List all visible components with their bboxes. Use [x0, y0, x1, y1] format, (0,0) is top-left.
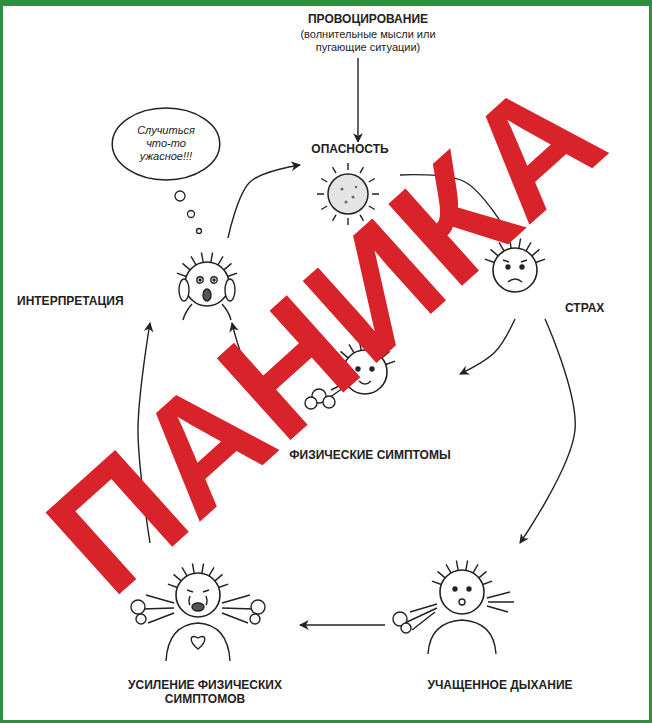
cycle-arrow	[300, 624, 385, 625]
cycle-arrow	[228, 165, 300, 238]
stage-node: ИНТЕРПРЕТАЦИЯ	[12, 238, 250, 323]
top-band	[0, 0, 652, 6]
stage-node: ПРОВОЦИРОВАНИЕ (волнительные мысли или пу…	[218, 10, 518, 58]
node-label: ПРОВОЦИРОВАНИЕ	[306, 12, 430, 26]
cycle-arrow	[460, 319, 515, 374]
stage-node: УСИЛЕНИЕ ФИЗИЧЕСКИХ СИМПТОМОВ	[110, 543, 300, 718]
cycle-arrow	[520, 319, 575, 543]
cycle-arrow	[357, 58, 358, 142]
interpretation-figure	[177, 253, 237, 321]
stage-node: ФИЗИЧЕСКИЕ СИМПТОМЫ	[280, 335, 460, 466]
node-label: ИНТЕРПРЕТАЦИЯ	[15, 294, 126, 308]
bubble-tail	[175, 191, 202, 234]
node-label: УЧАЩЕННОЕ ДЫХАНИЕ	[425, 678, 574, 692]
node-label: (волнительные мысли или пугающие ситуаци…	[281, 28, 455, 54]
node-label: УСИЛЕНИЕ ФИЗИЧЕСКИХ СИМПТОМОВ	[114, 678, 296, 706]
stage-node: ОПАСНОСТЬ	[300, 142, 400, 222]
node-label: ОПАСНОСТЬ	[309, 142, 390, 156]
stage-node: СТРАХ	[485, 233, 625, 319]
breathing-figure	[393, 561, 514, 655]
node-label: ФИЗИЧЕСКИЕ СИМПТОМЫ	[287, 448, 452, 462]
node-label: СТРАХ	[563, 301, 606, 315]
thought-bubble: Случиться что-то ужасное!!!	[110, 105, 222, 183]
watermark: ПАНИКА	[21, 50, 629, 620]
bubble-ellipse	[112, 108, 220, 180]
node-label: Случиться что-то ужасное!!!	[126, 124, 206, 163]
stage-node: УЧАЩЕННОЕ ДЫХАНИЕ	[385, 543, 615, 698]
